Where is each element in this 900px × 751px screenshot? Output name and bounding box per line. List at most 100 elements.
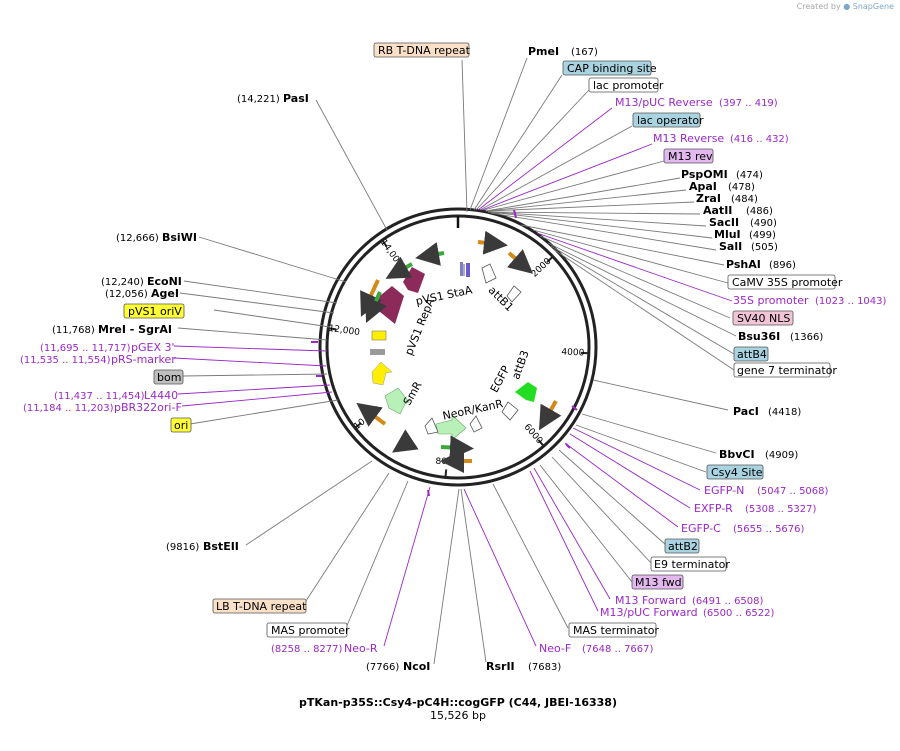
mrei-label: MreI - SgrAI	[98, 323, 172, 336]
inner-label-egfp: EGFP	[488, 363, 513, 395]
csy4-label: Csy4 Site	[711, 466, 763, 479]
attb2-label: attB2	[668, 540, 698, 553]
prs-pos: (11,535 .. 11,554)	[20, 355, 111, 366]
attb4-box	[733, 346, 769, 362]
m13fwd-box	[631, 574, 684, 590]
cap-label: CAP binding site	[567, 62, 657, 75]
bom-box	[153, 369, 184, 385]
m13-rev-primer-pos: (416 .. 432)	[730, 134, 789, 145]
outer-labels: RB T-DNA repeat PmeI (167) CAP binding s…	[20, 42, 887, 673]
green-arrow-1	[415, 242, 445, 266]
exfpr-pos: (5308 .. 5327)	[745, 504, 817, 515]
attb3-arrow	[501, 401, 519, 421]
inner-label-neor-kanr: NeoR/KanR	[441, 397, 504, 423]
lac-operator-box	[632, 112, 701, 128]
paci-label: PacI	[733, 405, 759, 418]
econi-pos: (12,240)	[101, 277, 144, 288]
snapgene-credit: Created by ● SnapGene	[797, 2, 894, 11]
mas-terminator-arrow	[469, 415, 483, 433]
tick-mark	[444, 469, 448, 478]
aatii-pos: (486)	[746, 206, 773, 217]
e9-label: E9 terminator	[654, 558, 730, 571]
aatii-label: AatII	[703, 204, 732, 217]
tick-mark	[546, 255, 554, 263]
exfpr-label: EXFP-R	[694, 502, 733, 515]
pasi-pos: (14,221)	[237, 94, 280, 105]
tick-label: 12,000	[328, 324, 361, 338]
m13f-label: M13 Forward	[615, 594, 686, 607]
e9-box	[650, 556, 727, 572]
sv40-label: SV40 NLS	[737, 312, 790, 325]
lb-tdna-label: LB T-DNA repeat	[216, 600, 307, 613]
m13fwd-label: M13 fwd	[635, 576, 682, 589]
mlui-label: MluI	[714, 228, 741, 241]
egfp-arrow	[515, 382, 537, 402]
primer-ticks	[311, 209, 578, 497]
apai-pos: (478)	[728, 182, 755, 193]
neof-pos: (7648 .. 7667)	[582, 644, 654, 655]
orange-arrow-4	[356, 402, 387, 427]
orange-arrow-5	[538, 399, 562, 431]
green-arrow-3	[364, 291, 387, 323]
bsu36i-pos: (1366)	[790, 332, 823, 343]
sali-label: SalI	[719, 240, 742, 253]
agei-label: AgeI	[151, 287, 179, 300]
lb-tdna-box	[212, 598, 307, 614]
m13f-pos: (6491 .. 6508)	[692, 596, 764, 607]
m13puc-rev-pos: (397 .. 419)	[719, 98, 778, 109]
green-arrow-2	[385, 256, 413, 279]
orange-arrow-7	[392, 429, 419, 453]
apai-label: ApaI	[689, 180, 717, 193]
pspomi-label: PspOMI	[681, 168, 728, 181]
csy4-box	[706, 464, 764, 480]
m13puc-rev-label: M13/pUC Reverse	[615, 96, 713, 109]
orange-arrow-2	[507, 249, 534, 274]
mas-term-label: MAS terminator	[573, 624, 659, 637]
inner-label-attb3: attB3	[509, 349, 531, 382]
egfpc-pos: (5655 .. 5676)	[733, 524, 805, 535]
tick-mark	[537, 439, 545, 447]
leader-lines	[173, 57, 737, 665]
ori-label: ori	[174, 419, 188, 432]
attb4-label: attB4	[737, 348, 767, 361]
pvs1-staa-arrow	[403, 267, 425, 293]
rb-tdna-label: RB T-DNA repeat	[378, 44, 471, 57]
egfpc-label: EGFP-C	[681, 522, 721, 535]
mas-prom-box	[266, 622, 348, 638]
econi-label: EcoNI	[147, 275, 182, 288]
pgex-pos: (11,695 .. 11,717)	[40, 343, 131, 354]
lac-promoter-label: lac promoter	[593, 79, 664, 92]
green-arrow-4	[440, 435, 474, 460]
bsiwi-pos: (12,666)	[116, 233, 159, 244]
agei-pos: (12,056)	[105, 289, 148, 300]
pasi-label: PasI	[283, 92, 309, 105]
bbvci-pos: (4909)	[765, 450, 798, 461]
zrai-label: ZraI	[696, 192, 721, 205]
inner-label-smr: SmR	[401, 379, 425, 408]
mas-prom-label: MAS promoter	[271, 624, 350, 637]
pvs1-oriv-box	[123, 303, 185, 319]
bsu36i-label: Bsu36I	[738, 330, 780, 343]
tick-label: 14,000	[378, 238, 405, 270]
sali-pos: (505)	[751, 242, 778, 253]
camv35s-label: CaMV 35S promoter	[732, 276, 843, 289]
attb1-arrow	[481, 263, 497, 284]
m13rev-label: M13 rev	[668, 150, 713, 163]
egfpn-pos: (5047 .. 5068)	[757, 486, 829, 497]
bbvci-label: BbvCI	[719, 448, 755, 461]
35s-primer-label: 35S promoter	[733, 294, 809, 307]
m13rev-box	[663, 148, 714, 164]
neor-label: Neo-R	[344, 642, 378, 655]
snapgene-logo-icon: ●	[843, 2, 851, 11]
tick-mark	[328, 327, 337, 331]
backbone-outer	[318, 207, 598, 487]
g7-term-box	[733, 362, 831, 378]
m13-rev-primer-label: M13 Reverse	[653, 132, 724, 145]
tick-mark	[381, 239, 388, 248]
g7-term-label: gene 7 terminator	[737, 364, 837, 377]
cap-box	[562, 60, 652, 76]
paci-pos: (4418)	[768, 407, 801, 418]
pshai-label: PshAI	[726, 258, 761, 271]
mrei-pos: (11,768)	[52, 325, 95, 336]
